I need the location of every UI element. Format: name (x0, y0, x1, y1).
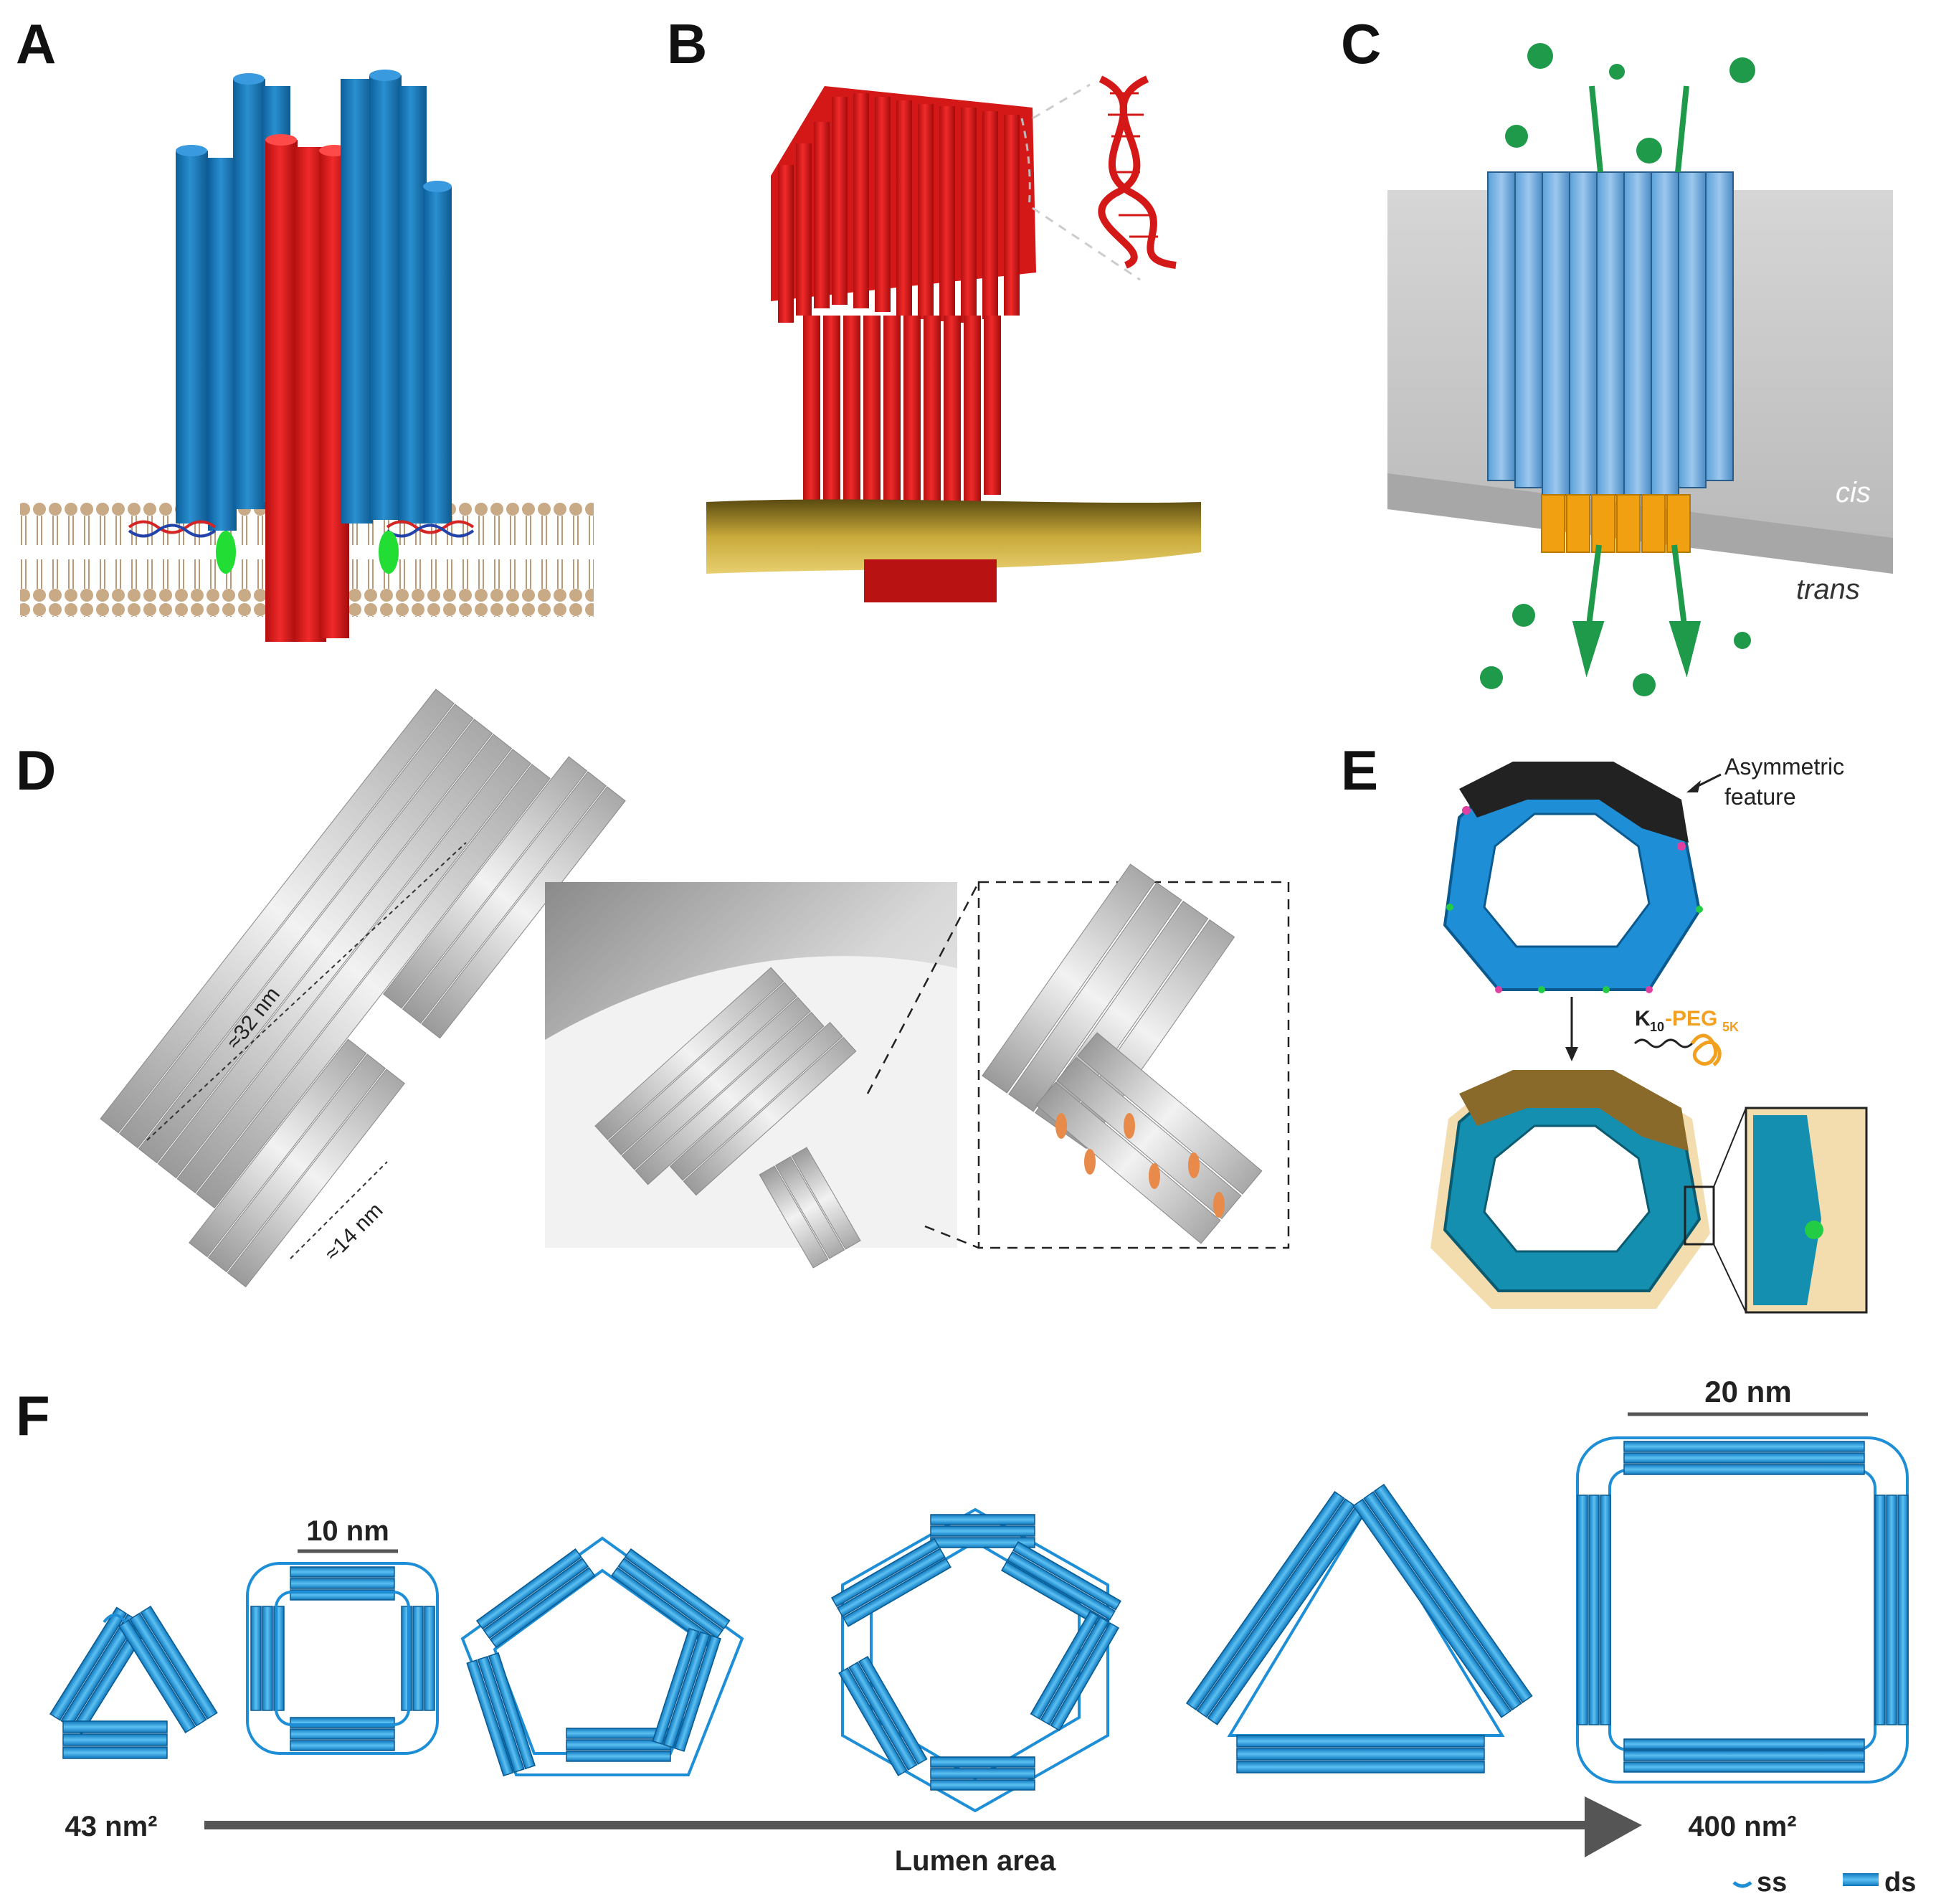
red-helix-bundle (265, 134, 349, 642)
cholesterol-markers (1055, 1113, 1225, 1218)
reagent-peg-subscript: 5K (1722, 1020, 1739, 1034)
width-measure-label: ≈14 nm (321, 1198, 388, 1266)
shape-square-large (1576, 1436, 1909, 1784)
panel-e-illustration: Asymmetric feature K 10 -PEG 5K (1430, 754, 1868, 1314)
blue-helix-bundle-right (341, 70, 452, 524)
shape-square-small (246, 1562, 439, 1755)
reagent-k: K (1635, 1007, 1651, 1031)
panel-f-illustration: 10 nm (49, 1375, 1916, 1898)
legend-ds-label: ds (1884, 1867, 1916, 1898)
panel-letter-d: D (16, 739, 57, 802)
cholesterol-anchor-right (379, 531, 399, 574)
legend: ss ds (1732, 1867, 1916, 1898)
reagent-k-subscript: 10 (1650, 1020, 1664, 1034)
cis-label: cis (1836, 477, 1871, 508)
max-area-label: 400 nm² (1688, 1811, 1796, 1842)
panel-letter-a: A (16, 12, 57, 75)
cholesterol-anchor-left (216, 531, 236, 574)
shape-triangle-large (1185, 1483, 1533, 1773)
panel-d-illustration: ≈32 nm ≈14 nm (100, 688, 1290, 1288)
panel-letter-f: F (16, 1384, 50, 1447)
membrane-slab (706, 499, 1201, 574)
scale-bar-20nm-label: 20 nm (1704, 1375, 1791, 1408)
dna-helix-inset (1098, 75, 1177, 269)
min-area-label: 43 nm² (65, 1811, 158, 1842)
reagent-peg: -PEG (1665, 1007, 1717, 1031)
scale-bar-10nm-label: 10 nm (306, 1515, 389, 1547)
panel-a-illustration (20, 70, 594, 642)
panel-b-illustration (706, 75, 1201, 602)
panel-letter-b: B (667, 12, 708, 75)
lumen-area-axis-label: Lumen area (895, 1845, 1056, 1877)
dna-nanopore-channel (1487, 171, 1734, 553)
legend-ss-label: ss (1757, 1867, 1787, 1898)
panel-c-illustration: cis trans (1387, 43, 1893, 696)
shape-triangle-small (49, 1605, 218, 1759)
origami-rendering-left (100, 688, 626, 1288)
asymmetric-feature-block (1459, 762, 1689, 843)
legend-ss-swatch (1732, 1880, 1752, 1888)
legend-ds-swatch (1843, 1873, 1879, 1886)
asymmetric-label-line1: Asymmetric (1724, 754, 1844, 780)
asymmetric-label-line2: feature (1724, 784, 1796, 810)
panel-letter-c: C (1341, 12, 1382, 75)
panel-letter-e: E (1341, 739, 1379, 802)
trans-label: trans (1796, 574, 1860, 605)
